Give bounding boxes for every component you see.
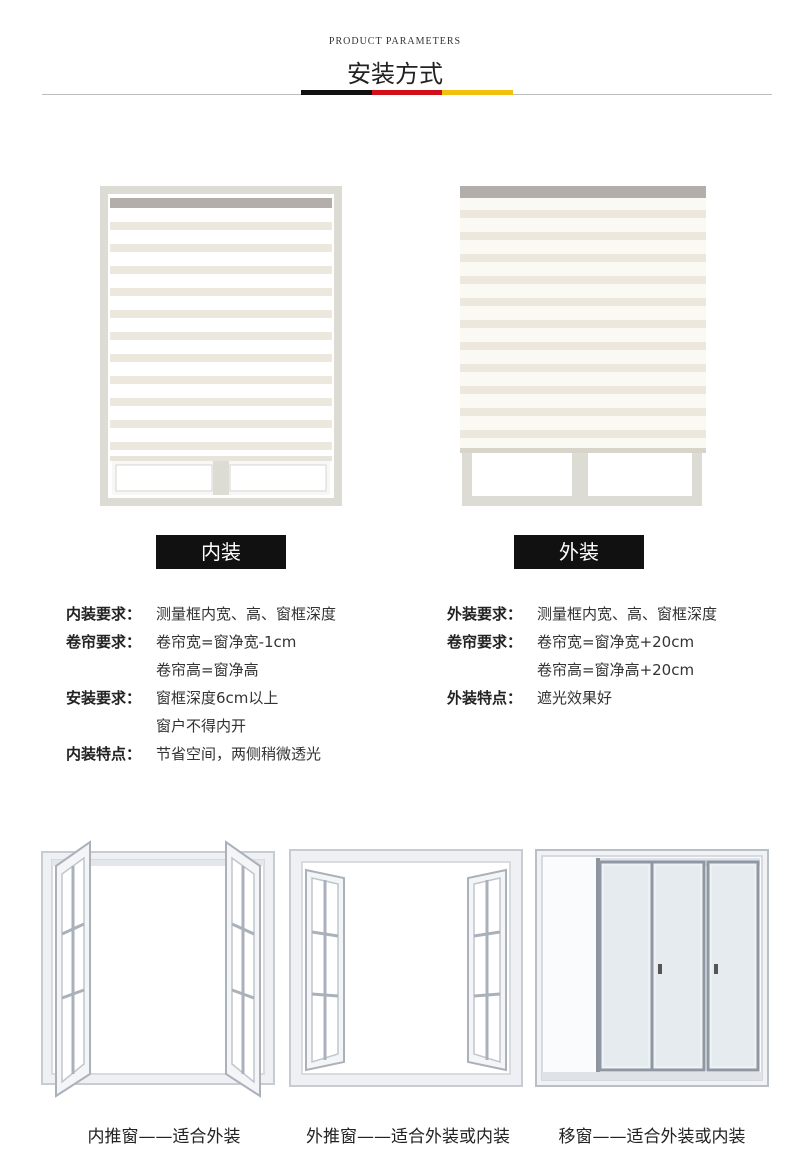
outer-mount-label: 外装 [514,535,644,569]
spec-value: 节省空间，两侧稍微透光 [156,745,322,763]
outer-blind-image [460,186,706,506]
blind-stripe [110,332,332,340]
sliding-window-image [534,848,770,1092]
spec-row: 卷帘要求： 卷帘宽=窗净宽+20cm [447,628,717,656]
inner-mount-label: 内装 [156,535,286,569]
blind-stripe [460,298,706,306]
spec-key: 卷帘要求： [447,633,523,651]
spec-value: 卷帘高=窗净高+20cm [537,661,695,679]
spec-row: 外装要求： 测量框内宽、高、窗框深度 [447,600,717,628]
blind-stripe [110,310,332,318]
blind-stripe [110,266,332,274]
spec-value: 窗框深度6cm以上 [156,689,279,707]
section-header: PRODUCT PARAMETERS 安装方式 [0,0,790,100]
sliding-window-caption: 移窗——适合外装或内装 [558,1127,746,1147]
blind-stripe [110,244,332,252]
blind-stripe [460,232,706,240]
spec-key: 内装特点： [66,745,142,763]
blind-stripe [110,420,332,428]
bar-red [371,90,443,95]
inner-spec-list: 内装要求： 测量框内宽、高、窗框深度 卷帘要求： 卷帘宽=窗净宽-1cm 卷帘高… [66,600,336,768]
spec-key: 卷帘要求： [66,633,142,651]
spec-value: 测量框内宽、高、窗框深度 [537,605,718,623]
blind-stripe [110,354,332,362]
spec-value: 测量框内宽、高、窗框深度 [156,605,337,623]
spec-value: 卷帘高=窗净高 [156,661,259,679]
tricolor-bar [301,90,514,95]
outer-mount-illustration [458,186,708,512]
outward-window-image [288,848,524,1092]
spec-key: 安装要求： [66,689,142,707]
spec-row-continued: 卷帘高=窗净高 [66,656,336,684]
blind-stripe [460,342,706,350]
blind-stripe [110,222,332,230]
blind-stripe [460,210,706,218]
blind-stripe [110,288,332,296]
blind-stripe [110,398,332,406]
inward-window-caption: 内推窗——适合外装 [87,1127,241,1147]
spec-row-continued: 卷帘高=窗净高+20cm [447,656,717,684]
spec-key: 内装要求： [66,605,142,623]
blind-stripe [460,254,706,262]
spec-value: 窗户不得内开 [156,717,247,735]
section-subtitle: PRODUCT PARAMETERS [328,36,462,47]
bar-yellow [442,90,514,95]
blind-stripe [460,320,706,328]
spec-key: 外装要求： [447,605,523,623]
spec-value: 遮光效果好 [537,689,613,707]
spec-row: 卷帘要求： 卷帘宽=窗净宽-1cm [66,628,336,656]
inner-mount-illustration [100,186,342,510]
section-title: 安装方式 [347,60,443,88]
blind-stripe [460,408,706,416]
spec-value: 卷帘宽=窗净宽-1cm [156,633,297,651]
bar-black [301,90,372,95]
blind-stripe [460,430,706,438]
blind-stripe [460,386,706,394]
spec-value: 卷帘宽=窗净宽+20cm [537,633,695,651]
spec-row-continued: 窗户不得内开 [66,712,336,740]
spec-row: 外装特点： 遮光效果好 [447,684,717,712]
inner-blind-image [100,186,342,506]
spec-row: 安装要求： 窗框深度6cm以上 [66,684,336,712]
blind-stripe [460,364,706,372]
outer-spec-list: 外装要求： 测量框内宽、高、窗框深度 卷帘要求： 卷帘宽=窗净宽+20cm 卷帘… [447,600,717,712]
blind-stripe [110,376,332,384]
blind-stripe [460,276,706,284]
spec-key: 外装特点： [447,689,523,707]
blind-stripe [110,442,332,450]
spec-row: 内装要求： 测量框内宽、高、窗框深度 [66,600,336,628]
inward-window-image [40,838,276,1102]
spec-row: 内装特点： 节省空间，两侧稍微透光 [66,740,336,768]
outward-window-caption: 外推窗——适合外装或内装 [306,1127,510,1147]
